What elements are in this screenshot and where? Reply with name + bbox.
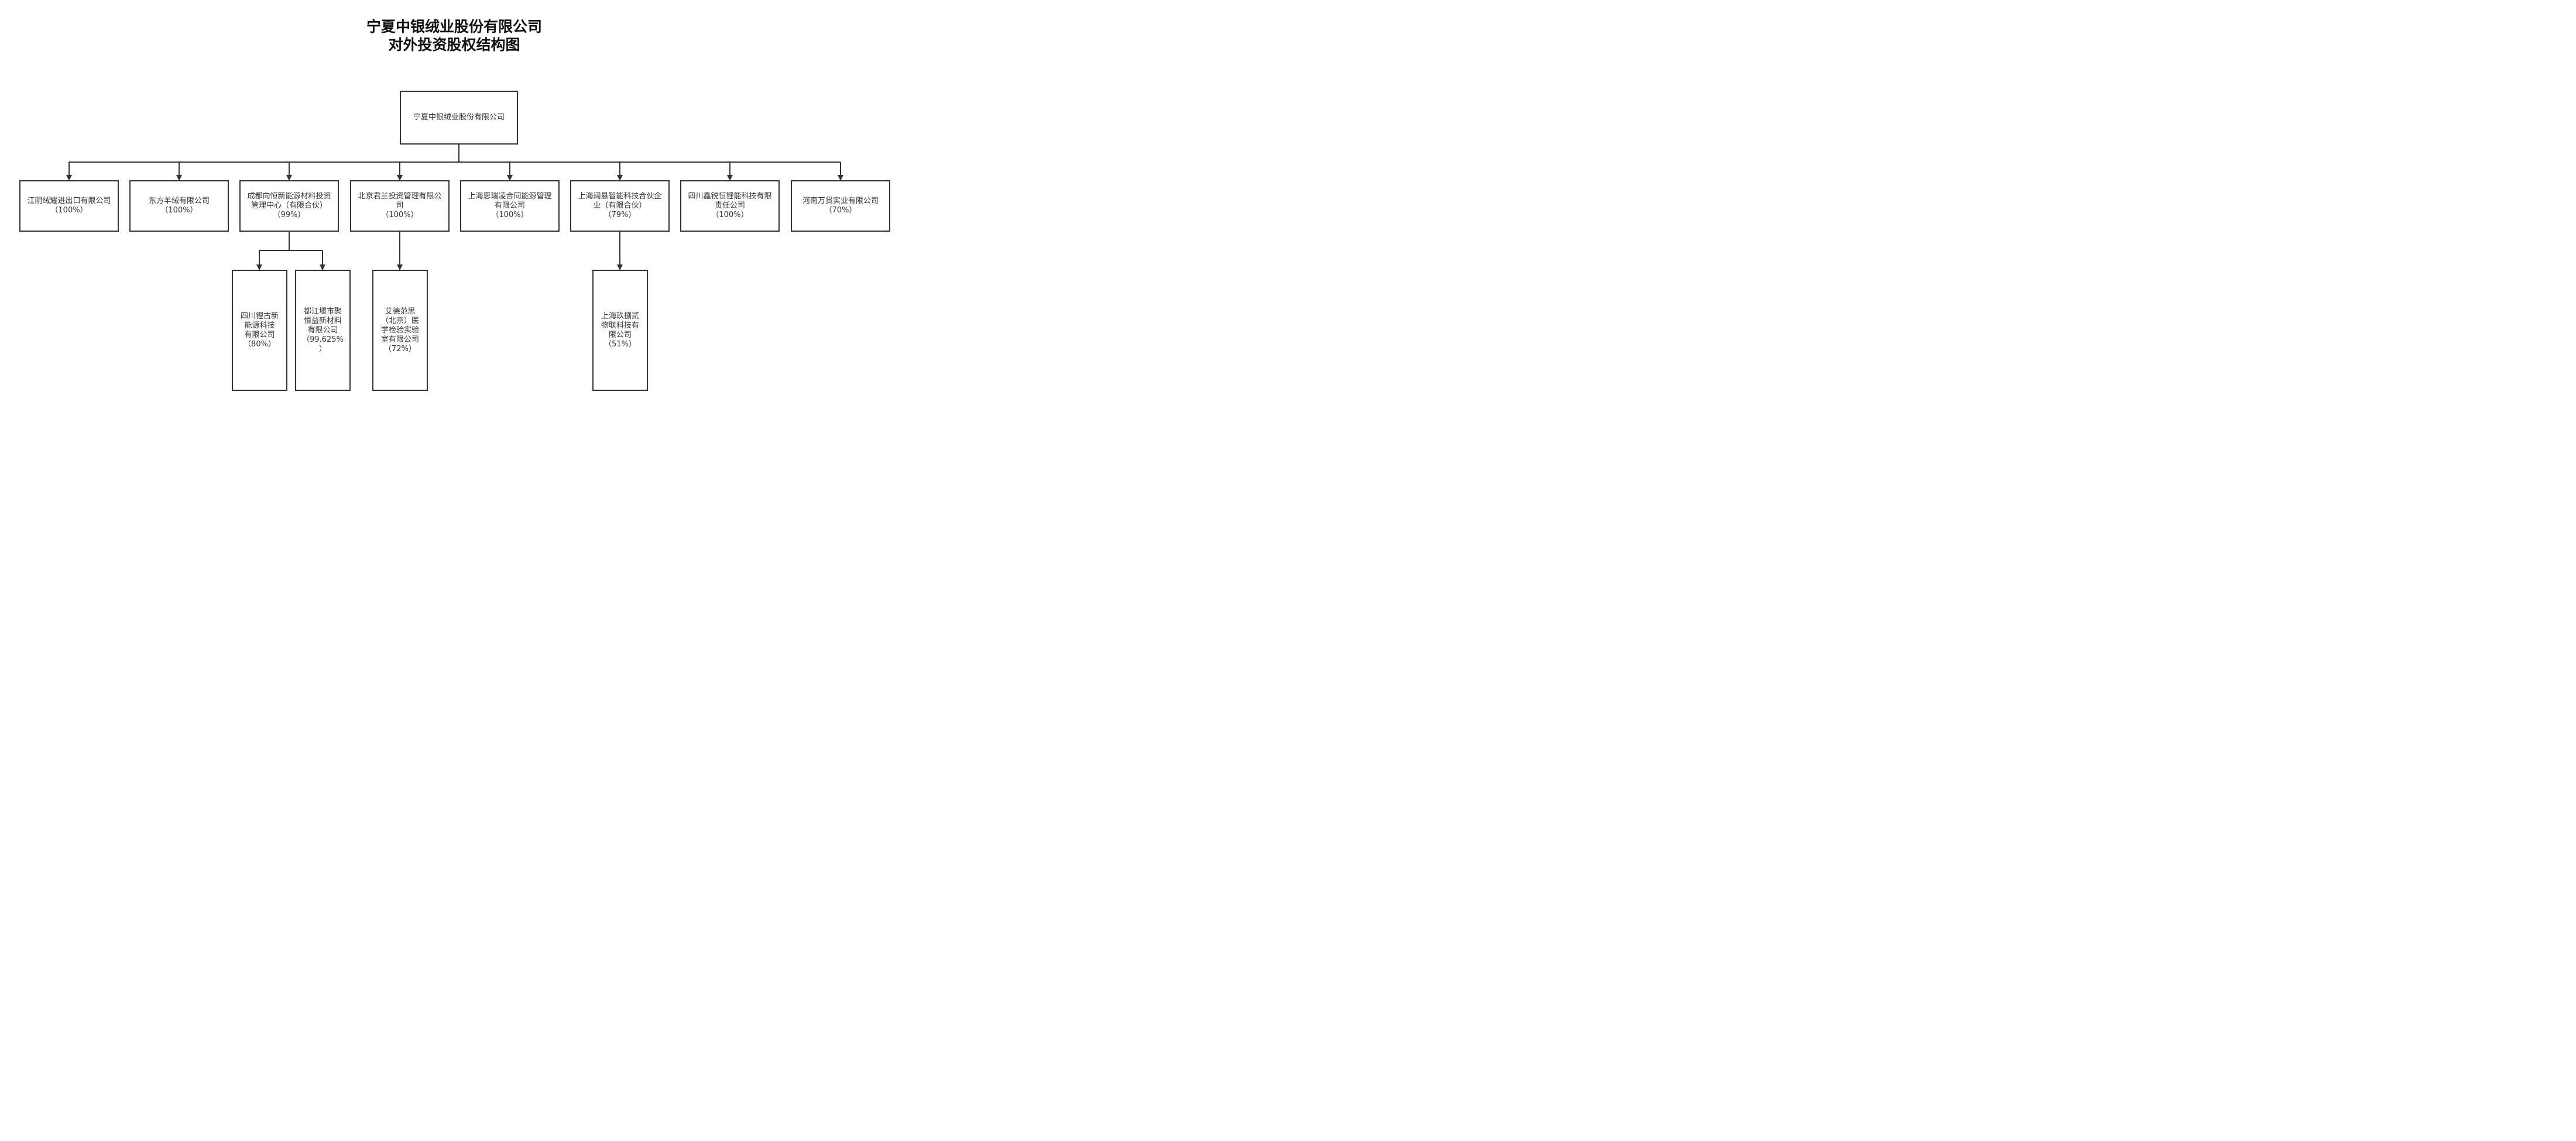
diagram-title-line-2: 对外投资股权结构图: [388, 36, 520, 53]
node-label-line: 恒益新材料: [303, 316, 342, 325]
node-label-line: （80%）: [243, 339, 276, 349]
node-label-line: （100%）: [491, 211, 529, 219]
node-label-line: 限公司: [608, 330, 632, 339]
node-label-line: 都江堰市聚: [303, 307, 342, 316]
subsidiary-node-dujiangyan: 都江堰市聚 恒益新材料 有限公司 （99.625% ）: [295, 270, 351, 391]
node-label-line: （99%）: [273, 211, 306, 219]
subsidiary-node-shanghai-jiubaer: 上海玖捌贰 物联科技有 限公司 （51%）: [592, 270, 648, 391]
node-label-line: 艾德范思: [385, 307, 416, 316]
node-label-line: 业（有限合伙）: [593, 201, 647, 210]
node-label-line: （72%）: [384, 344, 416, 353]
node-label-line: 学检验实验: [380, 325, 419, 335]
node-label-line: （79%）: [603, 211, 636, 219]
node-label-line: 东方羊绒有限公司: [148, 197, 210, 205]
subsidiary-node-jiangyin: 江阴绒耀进出口有限公司 （100%）: [19, 180, 119, 232]
node-label-line: （100%）: [160, 206, 198, 215]
node-label-line: 司: [396, 201, 404, 210]
node-label-line: 四川鑫锐恒锂能科技有限: [688, 192, 772, 201]
root-company-node: 宁夏中银绒业股份有限公司: [400, 91, 518, 145]
node-label-line: 有限公司: [244, 330, 275, 339]
node-label-line: 江阴绒耀进出口有限公司: [27, 197, 111, 205]
subsidiary-node-shanghai-kuoxuan: 上海阔悬智能科技合伙企 业（有限合伙） （79%）: [570, 180, 670, 232]
subsidiary-node-henan-wanguan: 河南万贯实业有限公司 （70%）: [791, 180, 890, 232]
node-label-line: 有限公司: [307, 325, 338, 335]
node-label-line: 室有限公司: [380, 335, 419, 344]
node-label-line: 物联科技有: [601, 321, 639, 330]
node-label-line: （100%）: [381, 211, 419, 219]
subsidiary-node-beijing-junlan: 北京君兰投资管理有限公 司 （100%）: [350, 180, 450, 232]
subsidiary-node-dongfang: 东方羊绒有限公司 （100%）: [129, 180, 229, 232]
subsidiary-node-aidefansi: 艾德范思 （北京）医 学检验实验 室有限公司 （72%）: [372, 270, 428, 391]
node-label-line: 上海思瑞凌合同能源管理: [468, 192, 552, 201]
node-label-line: （北京）医: [380, 316, 419, 325]
node-label-line: 有限公司: [494, 201, 525, 210]
node-label-line: 河南万贯实业有限公司: [802, 197, 879, 205]
node-label: 宁夏中银绒业股份有限公司: [413, 113, 505, 122]
node-label-line: 管理中心（有限合伙）: [251, 201, 327, 210]
connector-lines: [66, 145, 843, 270]
node-label-line: 上海阔悬智能科技合伙企: [578, 192, 662, 201]
node-label-line: 能源科技: [244, 321, 275, 330]
node-label-line: 成都向恒新能源材料投资: [247, 192, 331, 201]
node-label-line: 北京君兰投资管理有限公: [358, 192, 442, 201]
subsidiary-node-sichuan-xinruiheng: 四川鑫锐恒锂能科技有限 责任公司 （100%）: [680, 180, 780, 232]
node-label-line: （99.625%: [302, 335, 344, 344]
node-label-line: （100%）: [711, 211, 749, 219]
node-label-line: 上海玖捌贰: [601, 311, 639, 321]
subsidiary-node-chengdu: 成都向恒新能源材料投资 管理中心（有限合伙） （99%）: [239, 180, 339, 232]
subsidiary-node-sichuan-ligu: 四川锂古新 能源科技 有限公司 （80%）: [232, 270, 287, 391]
node-label-line: 责任公司: [714, 201, 745, 210]
node-label-line: ）: [318, 344, 327, 353]
node-label-line: （70%）: [824, 206, 857, 215]
node-label-line: （51%）: [604, 339, 636, 349]
diagram-title-line-1: 宁夏中银绒业股份有限公司: [366, 18, 542, 35]
node-label-line: 四川锂古新: [240, 311, 279, 321]
subsidiary-node-shanghai-sirui: 上海思瑞凌合同能源管理 有限公司 （100%）: [460, 180, 560, 232]
node-label-line: （100%）: [50, 206, 88, 215]
